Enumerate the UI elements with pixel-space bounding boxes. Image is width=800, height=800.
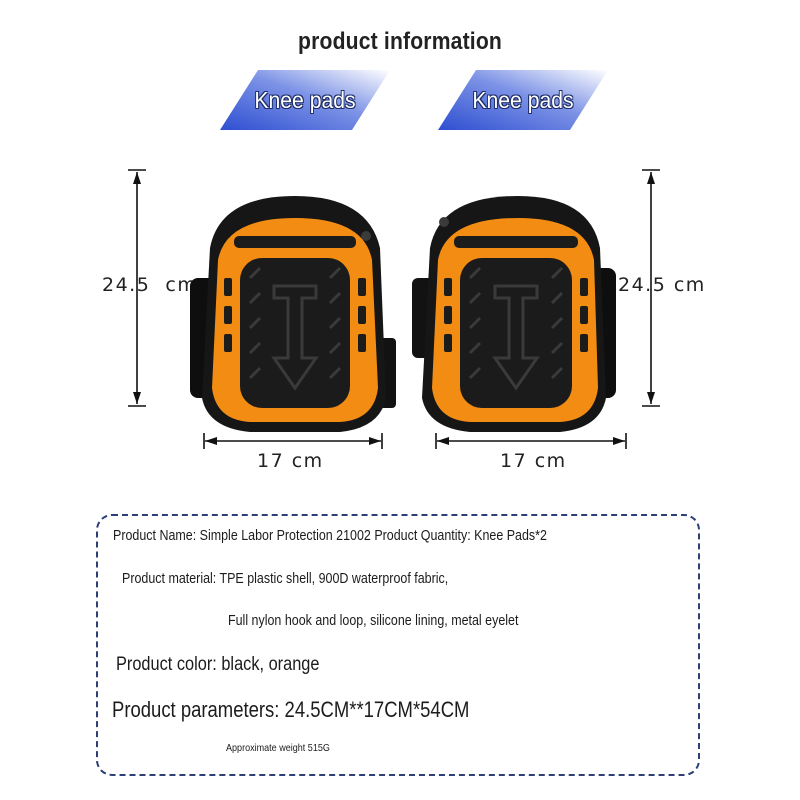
banner-label-left: Knee pads: [254, 87, 356, 113]
right-height-label: 24.5 cm: [618, 274, 706, 296]
banner-shape-right: [438, 70, 608, 130]
left-inner-pad: [240, 258, 350, 408]
product-info-box: [96, 514, 700, 776]
left-height-label: 24.5 cm: [102, 274, 198, 296]
info-line-weight: Approximate weight 515G: [226, 742, 330, 754]
info-line-parameters: Product parameters: 24.5CM**17CM*54CM: [112, 697, 470, 722]
banner-knee-pads-left: Knee pads: [220, 70, 390, 130]
knee-pad-right-image: [412, 196, 616, 432]
right-inner-pad: [460, 258, 572, 408]
info-line-name-quantity: Product Name: Simple Labor Protection 21…: [113, 528, 547, 544]
banner-shape-left: [220, 70, 390, 130]
banner-label-right: Knee pads: [472, 87, 574, 113]
right-width-label: 17 cm: [500, 450, 567, 472]
page-title: product information: [298, 28, 502, 55]
info-line-color: Product color: black, orange: [116, 654, 320, 675]
banner-knee-pads-right: Knee pads: [438, 70, 608, 130]
knee-pad-left-image: [190, 196, 396, 432]
info-line-material: Product material: TPE plastic shell, 900…: [122, 571, 449, 587]
info-line-material-continued: Full nylon hook and loop, silicone linin…: [228, 613, 519, 629]
left-width-label: 17 cm: [257, 450, 324, 472]
